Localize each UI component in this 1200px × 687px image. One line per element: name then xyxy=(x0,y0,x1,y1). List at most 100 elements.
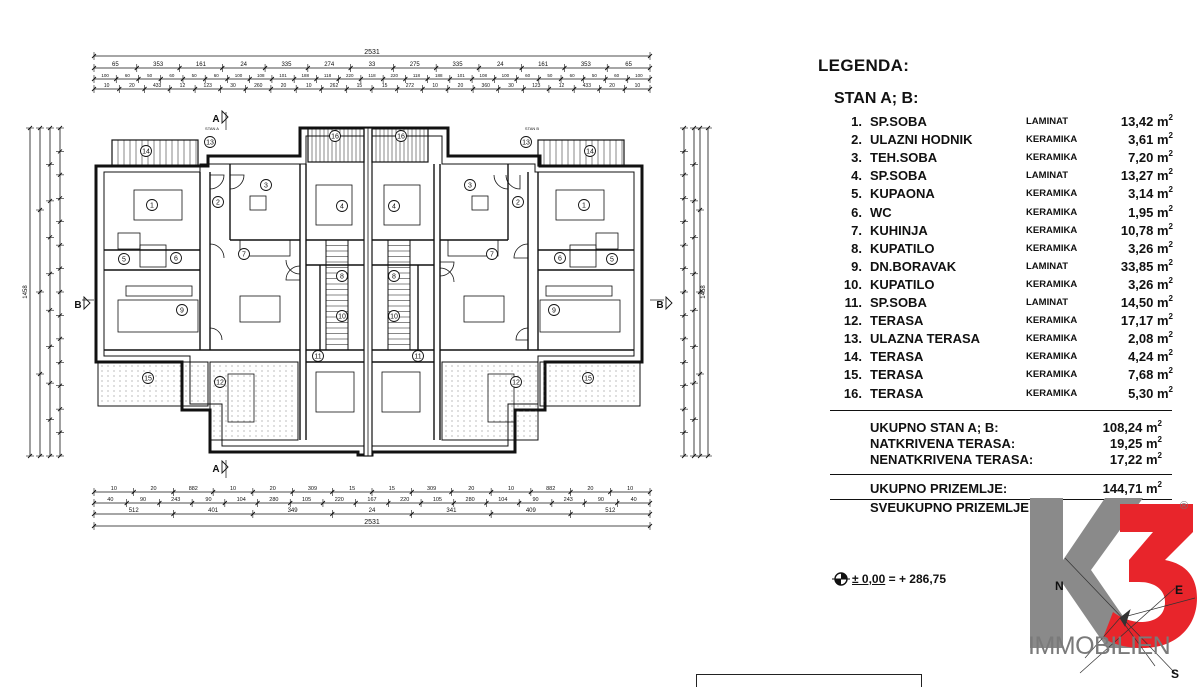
terrace-dot xyxy=(203,400,205,402)
dimension-label: 24 xyxy=(497,62,504,68)
dimension-label: 90 xyxy=(598,497,604,503)
dimension-tick xyxy=(210,489,216,495)
terrace-dot xyxy=(267,430,269,432)
terrace-south-right xyxy=(539,361,641,407)
terrace-dot xyxy=(475,430,477,432)
terrace-dot xyxy=(279,395,281,397)
terrace-dot xyxy=(627,395,629,397)
dimension-label: 101 xyxy=(279,73,287,78)
terrace-dot xyxy=(597,390,599,392)
terrace-dot xyxy=(291,380,293,382)
terrace-dot xyxy=(451,390,453,392)
terrace-dot xyxy=(203,365,205,367)
terrace-dot xyxy=(499,375,501,377)
terrace-dot xyxy=(173,375,175,377)
dimension-tick xyxy=(116,86,122,92)
terrace-dot xyxy=(579,370,581,372)
terrace-dot xyxy=(451,410,453,412)
terrace-dot xyxy=(457,380,459,382)
dimension-tick xyxy=(380,76,386,82)
terrace-top-right xyxy=(371,127,429,163)
terrace-dot xyxy=(535,405,537,407)
terrace-dot xyxy=(249,370,251,372)
dimension-tick xyxy=(625,76,631,82)
section-arrow-icon xyxy=(221,459,229,475)
terrace-dot xyxy=(125,380,127,382)
terrace-dot xyxy=(267,420,269,422)
terrace-dot xyxy=(279,375,281,377)
terrace-dot xyxy=(243,380,245,382)
terrace-dot xyxy=(603,370,605,372)
terrace-dot xyxy=(523,410,525,412)
terrace-dot xyxy=(237,375,239,377)
terrace-dot xyxy=(255,365,257,367)
room-number-label: 6 xyxy=(558,256,562,263)
terrace-dot xyxy=(231,380,233,382)
legend-room-name: ULAZNI HODNIK xyxy=(870,132,973,148)
terrace-dot xyxy=(231,395,233,397)
terrace-dot xyxy=(137,365,139,367)
room-number-marker xyxy=(336,270,348,282)
compass-e-label: E xyxy=(1175,583,1183,597)
terrace-dot xyxy=(579,395,581,397)
dimension-tick xyxy=(158,76,164,82)
terrace-dot xyxy=(291,405,293,407)
terrace-dot xyxy=(213,415,215,417)
dimension-tick xyxy=(131,489,137,495)
terrace-dot xyxy=(143,390,145,392)
furniture xyxy=(555,189,605,221)
terrace-dot xyxy=(561,380,563,382)
dimension-label: 40 xyxy=(631,497,637,503)
registered-mark: ® xyxy=(1180,500,1189,512)
dimension-label: 33 xyxy=(369,62,376,68)
terrace-dot xyxy=(567,395,569,397)
dimension-tick xyxy=(697,207,703,213)
legend-room-name: TERASA xyxy=(870,349,924,365)
terrace-dot xyxy=(511,435,513,437)
dimension-tick xyxy=(488,489,494,495)
dimension-label: 60 xyxy=(525,73,531,78)
terrace-dot xyxy=(161,365,163,367)
section-arrow-icon xyxy=(665,295,673,311)
room-number-label: 4 xyxy=(392,204,396,211)
terrace-dot xyxy=(261,390,263,392)
dimension-label: 100 xyxy=(235,73,243,78)
grand-total-row-label: SVEUKUPNO PRIZEMLJE xyxy=(870,500,1029,515)
terrace-dot xyxy=(279,390,281,392)
terrace-dot xyxy=(469,435,471,437)
terrace-dot xyxy=(243,400,245,402)
terrace-dot xyxy=(493,395,495,397)
terrace-dot xyxy=(463,410,465,412)
dimension-tick xyxy=(247,76,252,82)
terrace-dot xyxy=(591,390,593,392)
dimension-tick xyxy=(219,65,225,71)
terrace-dot xyxy=(463,385,465,387)
dimension-tick xyxy=(409,489,415,495)
dimension-tick xyxy=(705,125,711,131)
dimension-tick xyxy=(697,371,703,377)
terrace-dot xyxy=(573,385,575,387)
dimension-tick xyxy=(603,76,608,82)
legend-room-area: 7,68 m2 xyxy=(1128,366,1173,383)
legend-room-material: KERAMIKA xyxy=(1026,387,1078,399)
legend-divider xyxy=(830,410,1172,411)
ground-total-row: UKUPNO PRIZEMLJE:144,71 m2 xyxy=(870,481,1172,497)
terrace-dot xyxy=(219,395,221,397)
terrace-dot xyxy=(213,385,215,387)
terrace-dot xyxy=(561,395,563,397)
terrace-dot xyxy=(237,380,239,382)
terrace-outline xyxy=(539,361,641,407)
dimension-label: 20 xyxy=(129,83,135,89)
dimension-label: 24 xyxy=(369,508,376,514)
terrace-dot xyxy=(561,385,563,387)
terrace-dot xyxy=(219,400,221,402)
dimension-tick xyxy=(57,149,63,154)
terrace-outline xyxy=(441,361,539,441)
dimension-label: 272 xyxy=(406,83,415,89)
terrace-dot xyxy=(543,365,545,367)
terrace-dot xyxy=(487,365,489,367)
dimension-tick xyxy=(528,489,534,495)
terrace-dot xyxy=(609,370,611,372)
terrace-dot xyxy=(633,395,635,397)
